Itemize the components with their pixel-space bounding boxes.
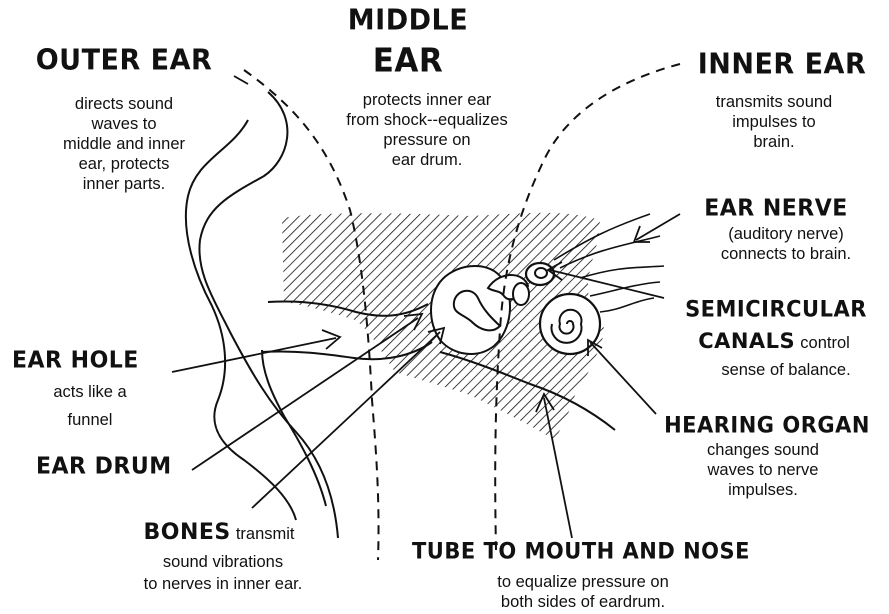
inner-ear-desc-line: transmits sound	[686, 92, 862, 112]
semicircular-desc-line2: sense of balance.	[686, 360, 886, 380]
middle-ear-desc-line: pressure on	[316, 130, 538, 150]
hearing-organ-pointer	[590, 342, 656, 414]
inner-ear-description: transmits sound impulses to brain.	[686, 92, 862, 152]
tube-desc-line: to equalize pressure on	[456, 572, 710, 592]
tube-desc-line: both sides of eardrum.	[456, 592, 710, 612]
middle-ear-title-line1: MIDDLE	[340, 5, 476, 37]
hearing-organ-title: HEARING ORGAN	[650, 409, 884, 441]
middle-ear-title-line2: EAR	[340, 45, 476, 77]
semicircular-desc-inline: control	[800, 334, 850, 352]
ear-hole-desc-line: acts like a	[20, 382, 160, 402]
inner-ear-desc-line: impulses to	[686, 112, 862, 132]
bones-pointer	[252, 332, 440, 508]
semicircular-title-line1: SEMICIRCULAR	[664, 293, 888, 325]
middle-ear-desc-line: from shock--equalizes	[316, 110, 538, 130]
nerve-fiber	[580, 266, 664, 278]
outer-ear-desc-line: ear, protects	[6, 154, 242, 174]
outer-ear-desc-line: waves to	[6, 114, 242, 134]
cochlea	[540, 294, 600, 354]
hearing-organ-desc-line: waves to nerve	[668, 460, 858, 480]
bones-title: BONES	[143, 520, 230, 545]
outer-ear-desc-line: directs sound	[6, 94, 242, 114]
ear-nerve-title: EAR NERVE	[688, 193, 864, 225]
ear-hole-description: acts like a funnel	[20, 382, 160, 430]
outer-ear-description: directs sound waves to middle and inner …	[6, 94, 242, 194]
ear-hole-pointer	[172, 338, 336, 372]
inner-ear-title: INNER EAR	[684, 49, 880, 81]
tube-title: TUBE TO MOUTH AND NOSE	[408, 535, 754, 567]
bones-desc-line2: sound vibrations	[104, 552, 342, 572]
outer-ear-title: OUTER EAR	[8, 45, 240, 77]
ear-hole-title: EAR HOLE	[12, 345, 162, 377]
ear-nerve-desc-line: (auditory nerve)	[686, 224, 886, 244]
ear-nerve-description: (auditory nerve) connects to brain.	[686, 224, 886, 264]
nerve-fiber	[600, 298, 654, 312]
semicircular-title-line2: CANALS	[698, 329, 795, 353]
inner-ear-desc-line: brain.	[686, 132, 862, 152]
hearing-organ-desc-line: impulses.	[668, 480, 858, 500]
semicircular-canals	[526, 263, 554, 285]
outer-ear-desc-line: inner parts.	[6, 174, 242, 194]
tube-description: to equalize pressure on both sides of ea…	[456, 572, 710, 612]
bones-desc-line3: to nerves in inner ear.	[96, 574, 350, 594]
ear-drum-title: EAR DRUM	[36, 451, 192, 483]
ear-hole-desc-line: funnel	[20, 410, 160, 430]
bones-title-row: BONES transmit	[104, 518, 334, 548]
ear-drum-pointer	[192, 318, 418, 470]
hearing-organ-description: changes sound waves to nerve impulses.	[668, 440, 858, 500]
middle-ear-desc-line: ear drum.	[316, 150, 538, 170]
outer-ear-pointer	[234, 76, 248, 84]
semicircular-title-line2-row: CANALS control	[660, 326, 888, 356]
hearing-organ-desc-line: changes sound	[668, 440, 858, 460]
oval-window	[513, 283, 529, 305]
outer-ear-desc-line: middle and inner	[6, 134, 242, 154]
bones-desc-inline: transmit	[236, 525, 295, 543]
middle-ear-desc-line: protects inner ear	[316, 90, 538, 110]
ear-nerve-desc-line: connects to brain.	[686, 244, 886, 264]
middle-ear-description: protects inner ear from shock--equalizes…	[316, 90, 538, 170]
